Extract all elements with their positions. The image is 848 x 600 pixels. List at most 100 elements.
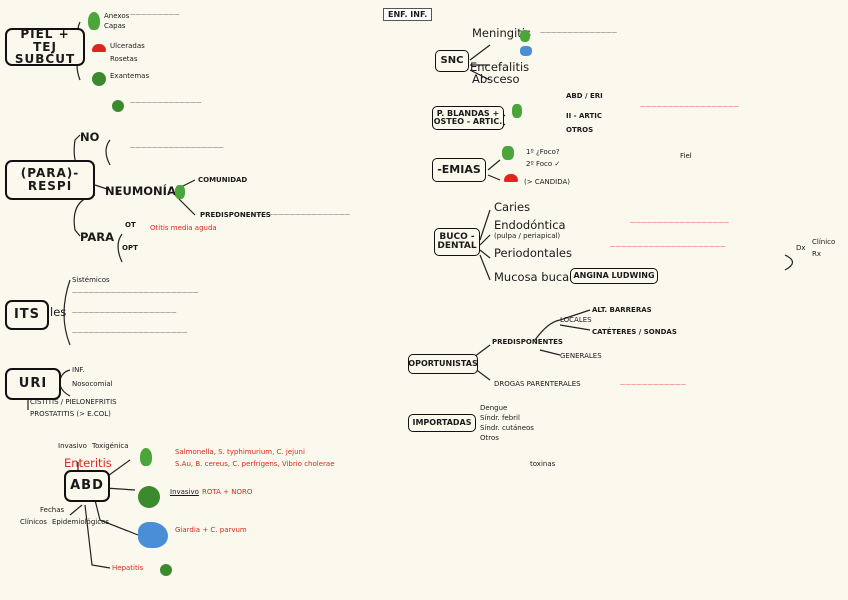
- uri-nosocomial: Nosocomial: [72, 380, 113, 388]
- import-box: IMPORTADAS: [408, 414, 476, 432]
- blandas-artic: II - ARTIC: [566, 112, 602, 120]
- its-les: les: [50, 305, 67, 319]
- uri-cistitis: CISTITIS / PIELONEFRITIS: [30, 398, 117, 406]
- piel-anexos: Anexos: [104, 12, 130, 20]
- import-dengue: Dengue: [480, 404, 508, 412]
- angina-box: ANGINA LUDWING: [570, 268, 658, 284]
- buco-box: BUCO - DENTAL: [434, 228, 480, 256]
- emias-candida: (> CANDIDA): [524, 178, 570, 186]
- buco-perio: Periodontales: [494, 246, 573, 260]
- respi-para: PARA: [80, 230, 115, 244]
- uri-inf: INF.: [72, 366, 85, 374]
- bacteria-icon: [502, 146, 514, 160]
- snc-encefalitis: Encefalitis: [470, 60, 530, 74]
- abd-box: ABD: [64, 470, 110, 502]
- oport-barreras: ALT. BARRERAS: [592, 306, 652, 314]
- emias-fiel: Fiel: [680, 152, 692, 160]
- respi-otitis: Otitis media aguda: [150, 224, 217, 232]
- snc-absceso: Absceso: [472, 72, 520, 86]
- bacteria-icon: [88, 12, 100, 30]
- page-title: ENF. INF.: [383, 8, 433, 21]
- snc-box: SNC: [435, 50, 469, 72]
- piel-ulceradas: Ulceradas: [110, 42, 145, 50]
- buco-dx: Dx: [796, 244, 806, 252]
- its-box: ITS: [5, 300, 49, 330]
- oport-parent: DROGAS PARENTERALES: [494, 380, 581, 388]
- virus-icon: [92, 72, 106, 86]
- buco-clinico: Clínico: [812, 238, 836, 246]
- respi-ot: OT: [125, 221, 136, 229]
- respi-box: (PARA)-RESPI: [5, 160, 95, 200]
- parasite-icon: [138, 522, 168, 548]
- emias-foco1: 1º ¿Foco?: [526, 148, 560, 156]
- oport-box: OPORTUNISTAS: [408, 354, 478, 374]
- piel-rosetas: Rosetas: [110, 55, 138, 63]
- oport-detail: ————————————: [620, 382, 686, 388]
- buco-caries: Caries: [494, 200, 531, 214]
- mushroom-icon: [504, 174, 518, 182]
- respi-detail: —————————————: [130, 100, 202, 106]
- buco-rx: Rx: [812, 250, 822, 258]
- piel-note: —————————: [130, 12, 180, 18]
- buco-endo-sub: (pulpa / periapical): [494, 232, 561, 240]
- oport-cateteres: CATÉTERES / SONDAS: [592, 328, 677, 336]
- blandas-otros: OTROS: [566, 126, 594, 134]
- respi-opt: OPT: [122, 244, 138, 252]
- snc-detail: ——————————————: [540, 30, 617, 36]
- piel-exantemas: Exantemas: [110, 72, 150, 80]
- buco-mucosa: Mucosa bucal: [494, 270, 573, 284]
- import-otros: Otros: [480, 434, 499, 442]
- respi-neumonia: NEUMONÍA: [105, 184, 176, 198]
- blandas-detail: ——————————————————: [640, 104, 739, 110]
- bacteria-icon: [520, 30, 530, 42]
- piel-box: PIEL + TEJ SUBCUT: [5, 28, 85, 66]
- import-febril: Síndr. febril: [480, 414, 520, 422]
- its-detail: ———————————————————: [72, 310, 177, 316]
- oport-generales: GENERALES: [560, 352, 602, 360]
- virus-icon: [160, 564, 172, 576]
- abd-toxigenica: Toxigénica: [92, 442, 129, 450]
- abd-giardia: Giardia + C. parvum: [175, 526, 247, 534]
- blandas-abd: ABD / ERI: [566, 92, 603, 100]
- buco-detail: ——————————————————: [630, 220, 729, 226]
- oport-locales: LOCALES: [560, 316, 592, 324]
- emias-box: -EMIAS: [432, 158, 486, 182]
- respi-detail: —————————————————: [130, 145, 224, 151]
- virus-icon: [138, 486, 160, 508]
- emias-foco2: 2º Foco ✓: [526, 160, 561, 168]
- its-sistemicos: Sistémicos: [72, 276, 110, 284]
- respi-detail: ————————————————————: [240, 212, 350, 218]
- uri-prostatitis: PROSTATITIS (> E.COL): [30, 410, 111, 418]
- respi-comunidad: COMUNIDAD: [198, 176, 248, 184]
- abd-enteritis: Enteritis: [64, 456, 112, 470]
- abd-rota: ROTA + NORO: [202, 488, 253, 496]
- abd-hepatitis: Hepatitis: [112, 564, 144, 572]
- bacteria-icon: [512, 104, 522, 118]
- respi-predisp: PREDISPONENTES: [200, 211, 271, 219]
- abd-invasivo2: Invasivo: [170, 488, 199, 496]
- abd-clinicos: Clínicos: [20, 518, 47, 526]
- abd-toxinas: toxinas: [530, 460, 556, 468]
- buco-endo: Endodóntica: [494, 218, 566, 232]
- its-detail: —————————————————————: [72, 330, 188, 336]
- buco-detail: —————————————————————: [610, 244, 726, 250]
- import-cutaneos: Síndr. cutáneos: [480, 424, 534, 432]
- abd-tox-line: S.Au, B. cereus, C. perfrigens, Vibrio c…: [175, 460, 335, 468]
- its-detail: ———————————————————————: [72, 290, 199, 296]
- respi-no: NO: [80, 130, 100, 144]
- piel-capas: Capas: [104, 22, 126, 30]
- abd-epidemio: Epidemiológicos: [52, 518, 110, 526]
- abd-fechas: Fechas: [40, 506, 65, 514]
- mushroom-icon: [92, 44, 106, 52]
- virus-icon: [112, 100, 124, 112]
- abd-inv-line: Salmonella, S. typhimurium, C. jejuni: [175, 448, 305, 456]
- parasite-icon: [520, 46, 532, 56]
- snc-meningitis: Meningitis: [472, 26, 531, 40]
- blandas-box: P. BLANDAS + OSTEO - ARTIC.: [432, 106, 504, 130]
- oport-predisp: PREDISPONENTES: [492, 338, 563, 346]
- uri-box: URI: [5, 368, 61, 400]
- bacteria-icon: [175, 185, 185, 199]
- abd-invasivo: Invasivo: [58, 442, 87, 450]
- bacteria-icon: [140, 448, 152, 466]
